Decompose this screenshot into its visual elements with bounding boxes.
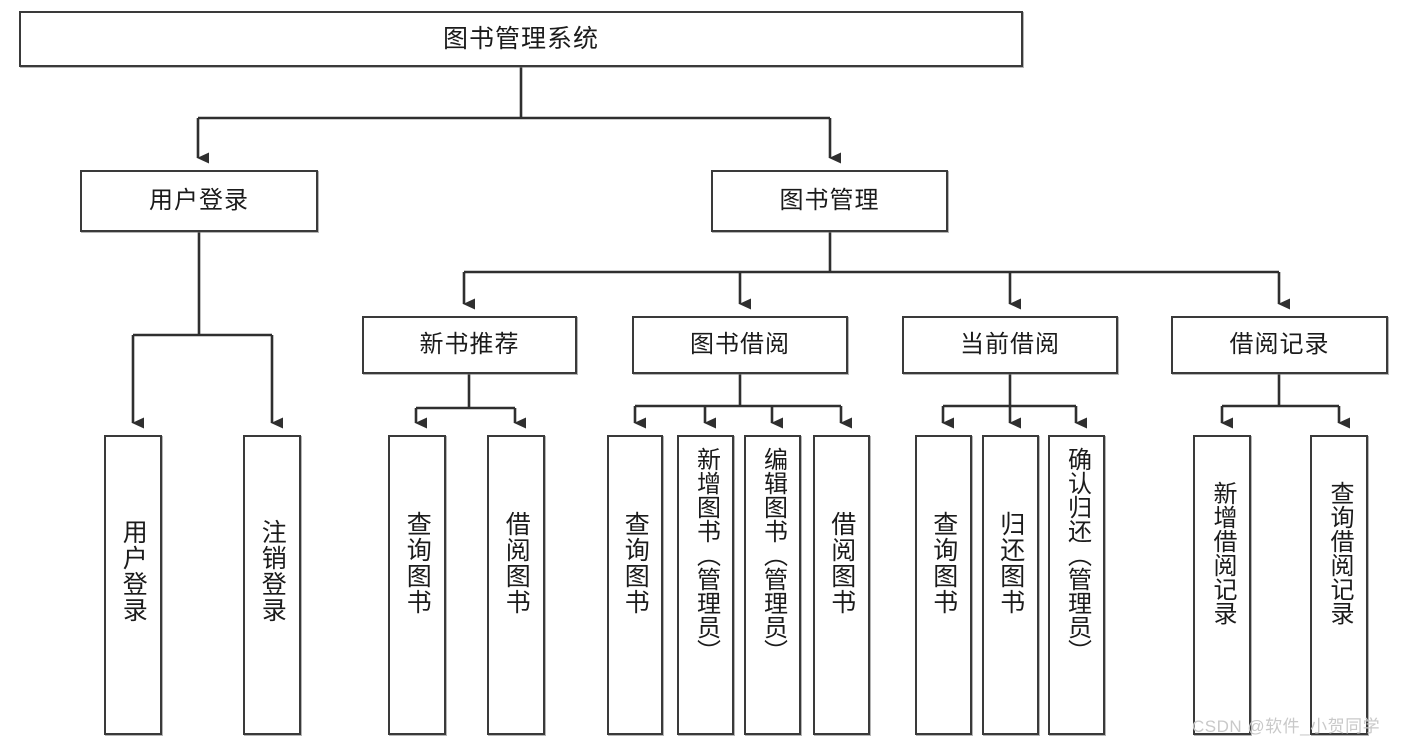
- node-current-borrow[interactable]: 当前借阅: [902, 316, 1118, 374]
- leaf-logout-login[interactable]: 注销登录: [243, 435, 301, 735]
- node-label: 新增图书（管理员）: [692, 447, 720, 663]
- node-root-system[interactable]: 图书管理系统: [19, 11, 1023, 67]
- node-label: 注销登录: [258, 519, 287, 623]
- node-label: 确认归还（管理员）: [1063, 447, 1091, 663]
- leaf-query-book-borrow[interactable]: 查询图书: [607, 435, 663, 735]
- node-label: 借阅记录: [1229, 330, 1330, 358]
- leaf-add-book[interactable]: 新增图书（管理员）: [677, 435, 734, 735]
- leaf-add-borrow-record[interactable]: 新增借阅记录: [1193, 435, 1251, 735]
- leaf-edit-book[interactable]: 编辑图书（管理员）: [744, 435, 801, 735]
- node-borrow-record[interactable]: 借阅记录: [1171, 316, 1388, 374]
- node-label: 归还图书: [996, 511, 1025, 615]
- node-label: 借阅图书: [827, 511, 856, 615]
- leaf-query-book-current[interactable]: 查询图书: [915, 435, 972, 735]
- node-label: 编辑图书（管理员）: [759, 447, 787, 663]
- node-label: 新增借阅记录: [1209, 481, 1236, 625]
- node-label: 查询图书: [929, 511, 958, 615]
- leaf-user-login[interactable]: 用户登录: [104, 435, 162, 735]
- node-label: 用户登录: [149, 186, 249, 214]
- leaf-query-book-new[interactable]: 查询图书: [388, 435, 446, 735]
- node-label: 图书管理: [779, 186, 880, 214]
- leaf-borrow-book-new[interactable]: 借阅图书: [487, 435, 545, 735]
- node-label: 借阅图书: [502, 511, 531, 615]
- node-label: 新书推荐: [419, 330, 520, 358]
- node-label: 查询借阅记录: [1326, 481, 1353, 625]
- node-new-book-recommend[interactable]: 新书推荐: [362, 316, 577, 374]
- node-book-borrow[interactable]: 图书借阅: [632, 316, 848, 374]
- leaf-query-borrow-record[interactable]: 查询借阅记录: [1310, 435, 1368, 735]
- node-label: 图书借阅: [690, 330, 790, 358]
- node-label: 用户登录: [119, 519, 148, 623]
- leaf-confirm-return[interactable]: 确认归还（管理员）: [1048, 435, 1105, 735]
- node-label: 查询图书: [403, 511, 432, 615]
- leaf-return-book[interactable]: 归还图书: [982, 435, 1039, 735]
- node-user-login[interactable]: 用户登录: [80, 170, 318, 232]
- leaf-borrow-book[interactable]: 借阅图书: [813, 435, 870, 735]
- node-label: 查询图书: [621, 511, 650, 615]
- node-label: 图书管理系统: [442, 25, 599, 53]
- node-book-manage[interactable]: 图书管理: [711, 170, 948, 232]
- node-label: 当前借阅: [960, 330, 1060, 358]
